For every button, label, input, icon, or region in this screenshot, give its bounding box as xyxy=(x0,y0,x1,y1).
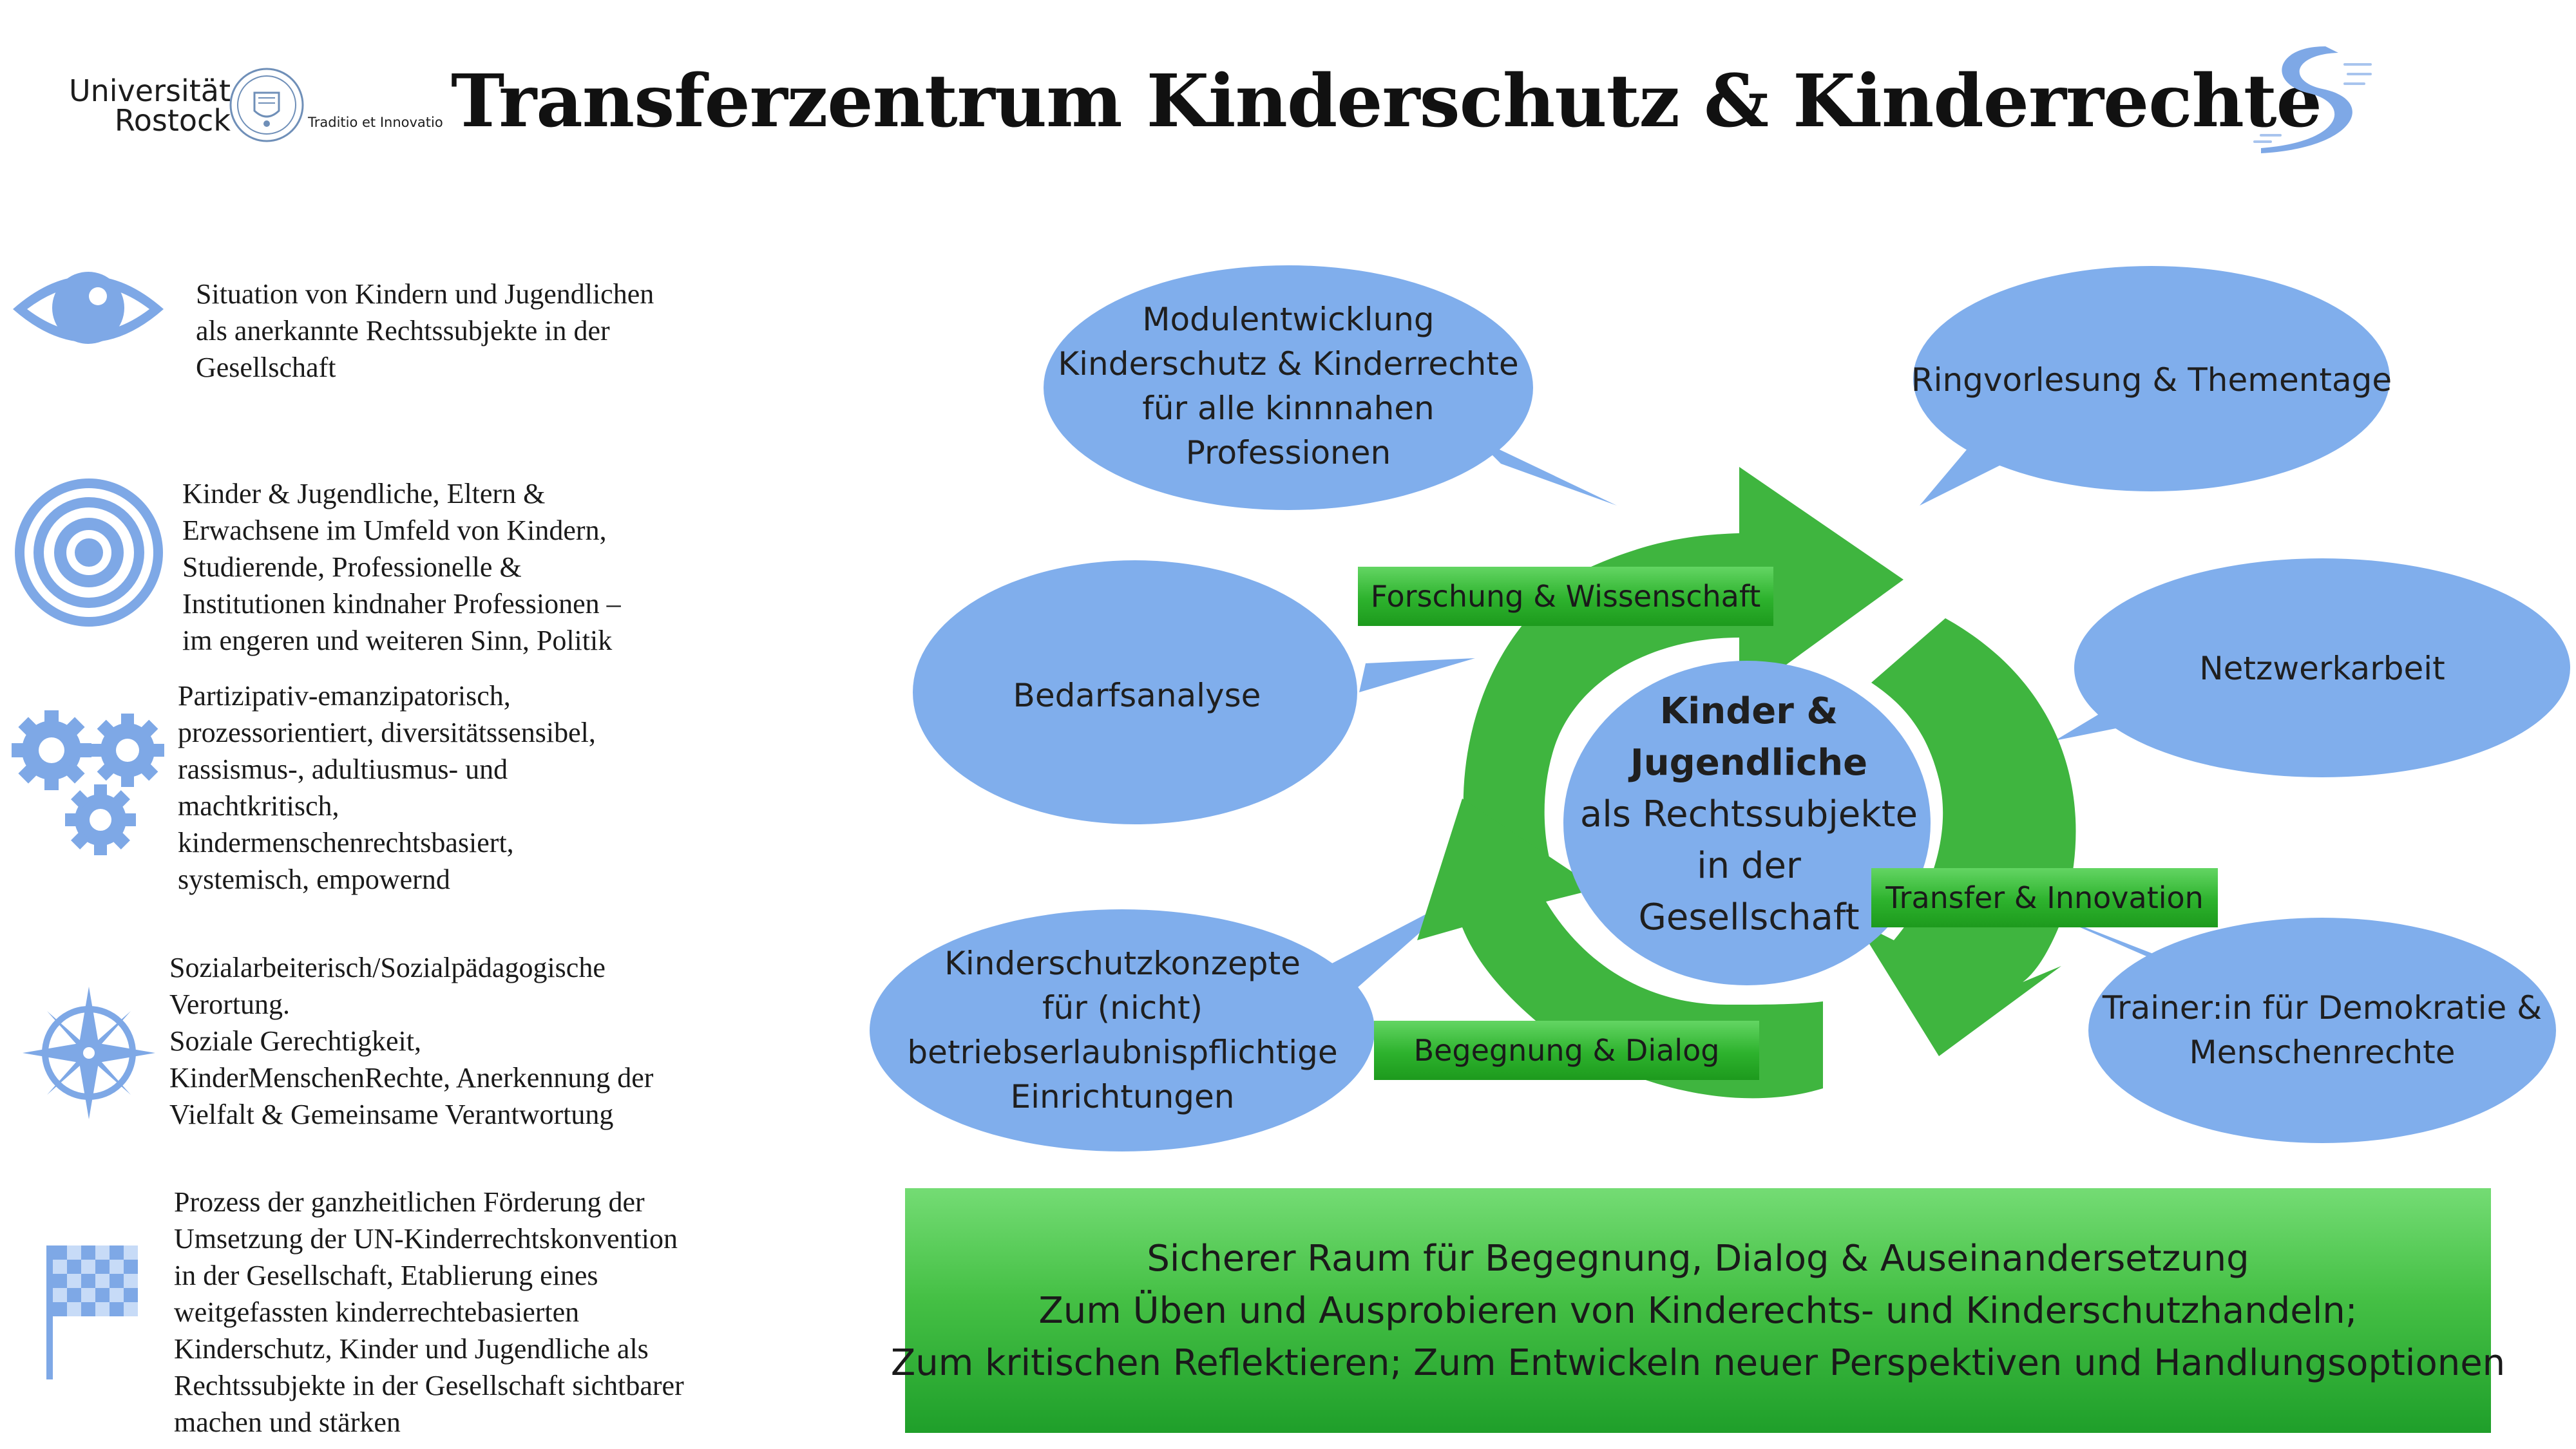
bubble-modulentwicklung xyxy=(1044,265,1617,510)
center-ellipse xyxy=(1563,661,1931,985)
bubble-kinderschutzkonzepte-text: Kinderschutzkonzepte für (nicht) betrieb… xyxy=(907,945,1338,1115)
university-seal-icon xyxy=(229,68,304,142)
page-title: Transferzentrum Kinderschutz & Kinderrec… xyxy=(451,59,2322,144)
left-item-prozess: Prozess der ganzheitlichen Förderung der… xyxy=(174,1186,684,1438)
left-item-verortung: Sozialarbeiterisch/Sozialpädagogische Ve… xyxy=(169,952,654,1130)
left-item-zielgruppen: Kinder & Jugendliche, Eltern & Erwachsen… xyxy=(182,478,621,656)
bubble-netzwerkarbeit xyxy=(2055,558,2570,777)
label-begegnung: Begegnung & Dialog xyxy=(1374,1021,1759,1080)
gears-icon xyxy=(12,710,164,855)
eye-icon xyxy=(13,272,164,344)
label-forschung: Forschung & Wissenschaft xyxy=(1358,567,1773,626)
bubble-trainer-text: Trainer:in für Demokratie & Menschenrech… xyxy=(2102,989,2543,1071)
bubble-netzwerkarbeit-text: Netzwerkarbeit xyxy=(2199,649,2445,687)
university-name-line2: Rostock xyxy=(114,103,231,138)
target-icon xyxy=(15,478,163,627)
center-text: Kinder & Jugendliche als Rechtssubjekte … xyxy=(1579,690,1918,938)
compass-rose-icon xyxy=(23,987,155,1119)
river-path-logo-icon xyxy=(2253,46,2372,153)
label-transfer: Transfer & Innovation xyxy=(1871,868,2218,927)
bubble-ringvorlesung xyxy=(1913,266,2390,506)
university-name-line1: Universität xyxy=(68,73,231,108)
bubble-ringvorlesung-text: Ringvorlesung & Thementage xyxy=(1911,361,2392,399)
checkered-flag-icon xyxy=(46,1245,138,1379)
university-name: Universität Rostock xyxy=(50,76,231,135)
university-motto: Traditio et Innovatio xyxy=(308,115,443,130)
left-item-situation: Situation von Kindern und Jugendlichen a… xyxy=(196,278,654,383)
bubble-bedarfsanalyse-text: Bedarfsanalyse xyxy=(1013,676,1261,714)
left-item-haltung: Partizipativ-emanzipatorisch, prozessori… xyxy=(178,680,596,895)
bottom-box: Sicherer Raum für Begegnung, Dialog & Au… xyxy=(891,1188,2505,1433)
bubble-bedarfsanalyse xyxy=(913,560,1475,824)
bubble-modulentwicklung-text: Modulentwicklung Kinderschutz & Kinderre… xyxy=(1058,301,1519,471)
